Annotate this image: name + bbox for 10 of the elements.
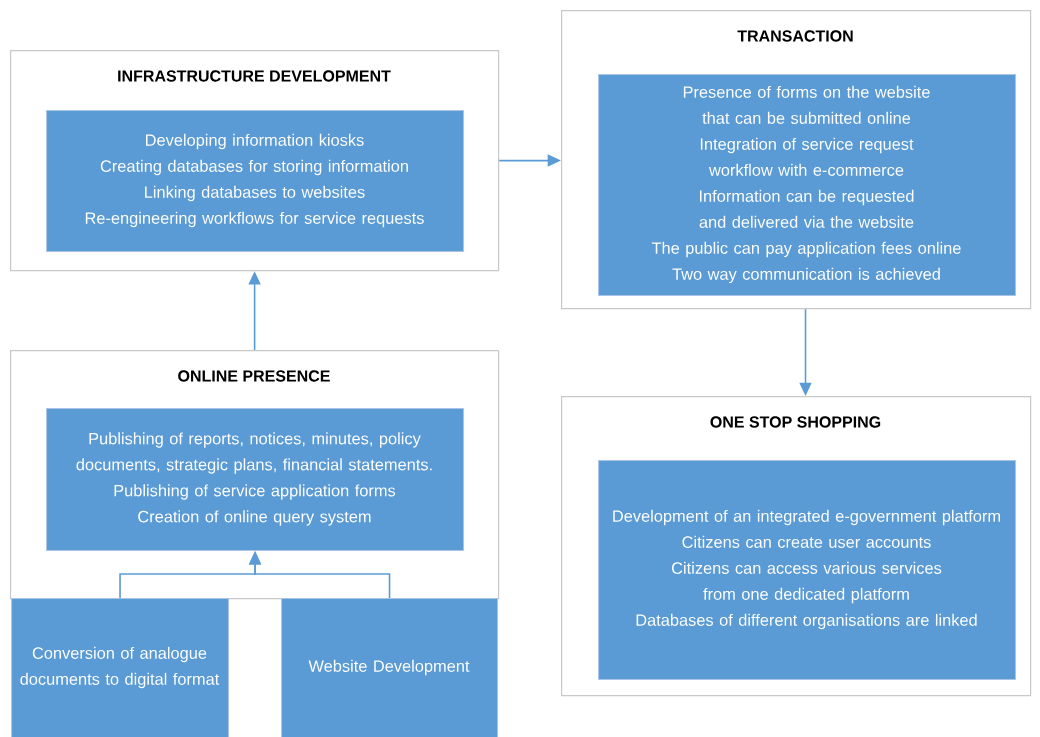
- process-box: Conversion of analogue documents to digital format: [11, 598, 230, 737]
- process-box: Development of an integrated e-government platform Citizens can create user accounts Citizens can access various services from one dedicated platform Databases of different organisations are linked: [598, 460, 1017, 681]
- panel-heading: INFRASTRUCTURE DEVELOPMENT: [118, 70, 391, 82]
- panel-heading: ONLINE PRESENCE: [178, 370, 330, 382]
- process-box: Publishing of reports, notices, minutes, policy documents, strategic plans, financial statements. Publishing of service application forms Creation of online query system: [46, 408, 465, 552]
- process-box: Developing information kiosks Creating databases for storing information Linking databases to websites Re-engineering workflows for service requests: [46, 110, 465, 253]
- process-box: Presence of forms on the website that can be submitted online Integration of service request workflow with e-commerce Information can be requested and delivered via the website The public can pay application fees online Two way communication is achieved: [598, 74, 1017, 297]
- panel-heading: ONE STOP SHOPPING: [710, 416, 881, 428]
- panel-heading: TRANSACTION: [737, 30, 853, 42]
- process-box: Website Development: [281, 598, 499, 737]
